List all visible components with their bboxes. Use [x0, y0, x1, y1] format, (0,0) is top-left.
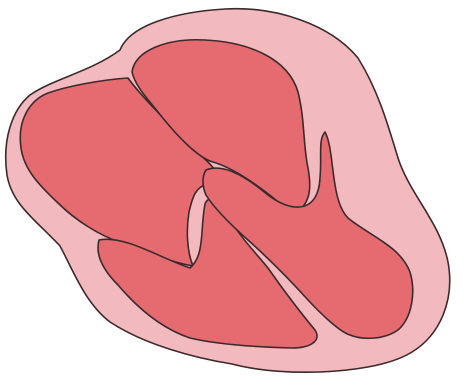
- heart-cross-section: [0, 0, 467, 381]
- heart-diagram: [0, 0, 467, 381]
